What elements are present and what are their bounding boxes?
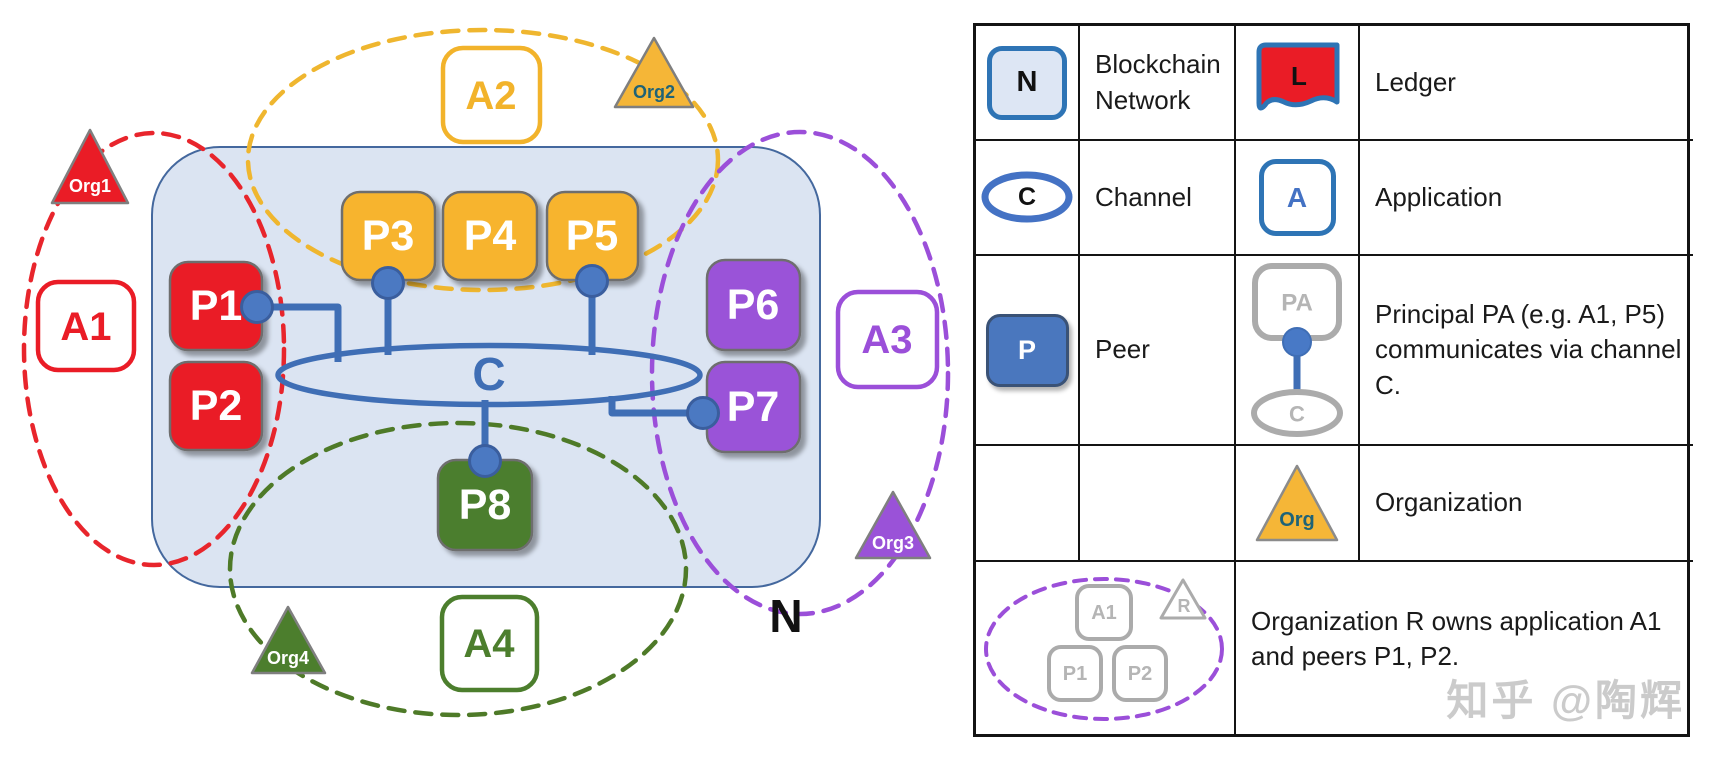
peer-p1-label: P1 <box>190 282 243 330</box>
legend-cell-org-ownership-icon: R A1 P1 P2 <box>976 562 1236 736</box>
app-a1-box <box>35 279 137 373</box>
peer-p8-label: P8 <box>459 481 512 529</box>
org2-triangle <box>613 36 695 109</box>
org4-boundary-ellipse <box>227 420 689 718</box>
mini-p2-label: P2 <box>1128 663 1152 685</box>
org-ownership-text: Organization R owns application A1 and p… <box>1251 606 1662 672</box>
legend-table: N Blockchain Network L Ledger C Channel … <box>973 23 1693 737</box>
legend-label-application: Application <box>1360 141 1693 256</box>
dot-p5 <box>575 264 609 298</box>
org2-boundary-ellipse <box>245 27 721 293</box>
org2-label: Org2 <box>633 82 675 102</box>
app-a1-label: A1 <box>60 305 111 349</box>
channel-icon-label: C <box>1018 183 1036 211</box>
org4-label: Org4 <box>267 648 309 668</box>
peer-p2-label: P2 <box>190 382 243 430</box>
peer-labels: P1 P2 P3 P4 P5 P6 P7 P8 <box>190 212 780 529</box>
peer-p2 <box>168 360 264 452</box>
org1-label: Org1 <box>69 176 111 196</box>
app-a4-box <box>439 594 540 693</box>
watermark: 知乎 @陶辉 <box>1446 677 1685 725</box>
peer-p4 <box>441 190 539 282</box>
channel-icon: C <box>981 171 1073 222</box>
pa-icon-label: PA <box>1281 290 1313 317</box>
legend-cell-application-icon: A <box>1236 141 1360 256</box>
mini-r-label: R <box>1178 596 1191 616</box>
app-a2-label: A2 <box>465 74 516 118</box>
peer-icon-label: P <box>1017 334 1036 365</box>
legend-cell-org-ownership-text: Organization R owns application A1 and p… <box>1236 562 1693 736</box>
legend-label-blockchain-network: Blockchain Network <box>1080 26 1236 141</box>
mini-a1-label: A1 <box>1091 602 1117 624</box>
dot-p8 <box>468 444 502 478</box>
app-a3-label: A3 <box>861 318 912 362</box>
dot-p3 <box>371 266 405 300</box>
org3-boundary-ellipse <box>649 129 951 617</box>
peer-p4-label: P4 <box>464 212 517 260</box>
org3-label: Org3 <box>872 533 914 553</box>
pa-channel-diagram-icon: PA C <box>1251 263 1343 437</box>
org-ownership-diagram-icon: R A1 P1 P2 <box>984 577 1224 721</box>
legend-label-principal-pa: Principal PA (e.g. A1, P5) communicates … <box>1360 256 1693 446</box>
network-label: N <box>769 590 802 642</box>
app-a2-box <box>440 45 543 145</box>
mini-p1-label: P1 <box>1063 663 1087 685</box>
channel-ellipse <box>275 342 703 408</box>
application-boxes <box>35 45 940 693</box>
org4-triangle <box>250 605 327 675</box>
legend-cell-channel-icon: C <box>976 141 1080 256</box>
legend-cell-ledger-icon: L <box>1236 26 1360 141</box>
legend-cell-empty-2 <box>1080 446 1236 562</box>
legend-cell-peer-icon: P <box>976 256 1080 446</box>
ledger-icon: L <box>1256 42 1340 110</box>
legend-cell-empty-1 <box>976 446 1080 562</box>
application-icon: A <box>1258 159 1336 236</box>
blockchain-network-diagram: C P1 P2 P3 P4 P5 P6 P7 P8 A1 A2 <box>21 27 951 718</box>
legend-label-peer: Peer <box>1080 256 1236 446</box>
peer-squares <box>168 190 802 552</box>
legend-cell-network-icon: N <box>976 26 1080 141</box>
application-labels: A1 A2 A3 A4 <box>60 74 912 666</box>
connector-p1 <box>262 303 342 362</box>
org-labels: Org1 Org2 Org3 Org4 <box>69 82 914 668</box>
application-icon-label: A <box>1286 181 1308 213</box>
organization-icon-label: Org <box>1279 509 1315 531</box>
peer-p3-label: P3 <box>362 212 415 260</box>
org3-triangle <box>854 490 932 560</box>
org1-triangle <box>50 128 130 205</box>
app-a4-label: A4 <box>463 622 515 666</box>
ledger-icon-label: L <box>1291 61 1307 91</box>
org-triangles <box>50 36 932 675</box>
connector-dots <box>240 264 720 478</box>
peer-p6-label: P6 <box>727 281 780 329</box>
peer-p6 <box>705 258 802 352</box>
legend-cell-org-icon: Org <box>1236 446 1360 562</box>
dot-p1 <box>240 290 274 324</box>
legend-label-ledger: Ledger <box>1360 26 1693 141</box>
organization-icon: Org <box>1255 464 1339 542</box>
dot-p7 <box>686 396 720 430</box>
legend-label-channel: Channel <box>1080 141 1236 256</box>
network-box <box>151 146 821 588</box>
legend-cell-pa-channel-icon: PA C <box>1236 256 1360 446</box>
network-icon-label: N <box>1016 66 1038 98</box>
pa-c-icon-label: C <box>1289 402 1305 427</box>
network-icon: N <box>987 45 1067 120</box>
channel-label: C <box>472 348 505 400</box>
peer-icon: P <box>985 313 1069 387</box>
peer-p7-label: P7 <box>727 383 780 431</box>
app-a3-box <box>835 289 940 390</box>
org1-boundary-ellipse <box>21 130 287 568</box>
legend-label-organization: Organization <box>1360 446 1693 562</box>
peer-p5-label: P5 <box>566 212 619 260</box>
